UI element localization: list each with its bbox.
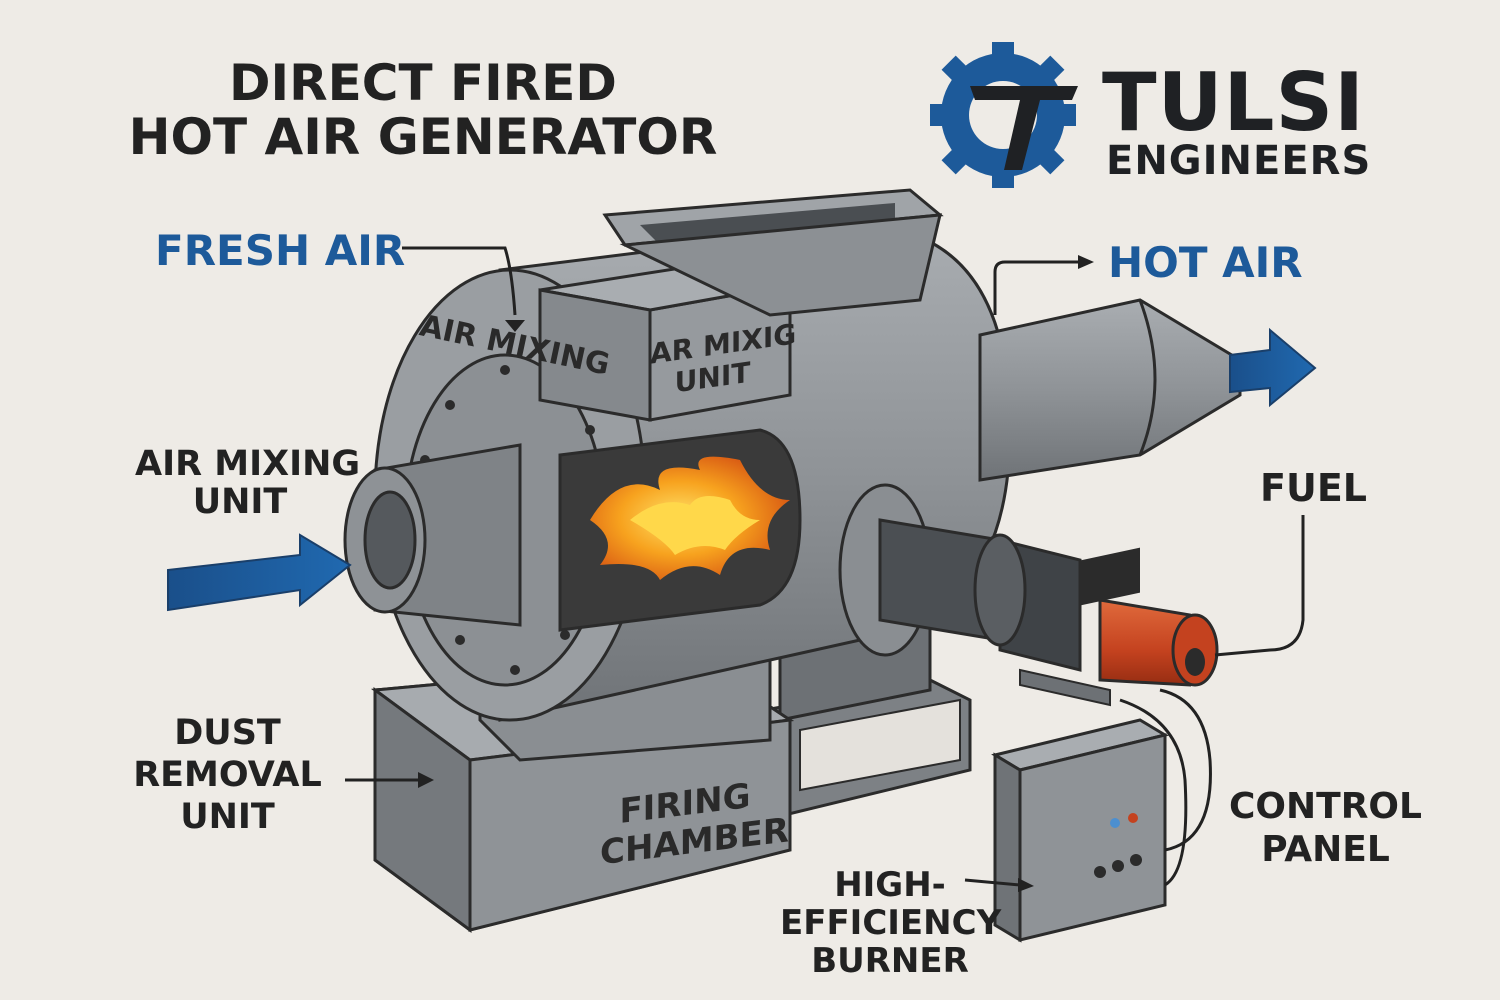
hot-air-outlet <box>978 298 1242 482</box>
gear-t-logo-icon <box>930 42 1078 188</box>
control-panel-box <box>991 547 1169 943</box>
air-mixing-box <box>538 263 792 422</box>
diagram-title: DIRECT FIRED HOT AIR GENERATOR <box>128 54 718 166</box>
label-hot-air: HOT AIR <box>1108 238 1303 287</box>
label-high-efficiency-burner: HIGH- EFFICIENCY BURNER <box>780 865 1002 982</box>
top-hopper <box>602 188 944 317</box>
burner-assembly <box>838 483 1219 707</box>
hot-air-arrow <box>1229 327 1317 408</box>
label-fuel: FUEL <box>1260 466 1367 510</box>
leader-arrowheads <box>418 255 1094 892</box>
air-inlet-pipe <box>343 443 522 627</box>
leader-lines <box>345 246 1305 887</box>
label-air-mixing-unit: AIR MIXING UNIT <box>135 444 361 522</box>
inlet-air-arrow <box>167 533 352 612</box>
label-dust-removal-unit: DUST REMOVAL UNIT <box>133 713 322 837</box>
label-control-panel: CONTROL PANEL <box>1229 786 1422 871</box>
brand-tagline: ENGINEERS <box>1106 138 1372 184</box>
combustion-window <box>558 428 802 632</box>
label-fresh-air: FRESH AIR <box>155 226 406 275</box>
brand-name: TULSI <box>1102 56 1365 149</box>
